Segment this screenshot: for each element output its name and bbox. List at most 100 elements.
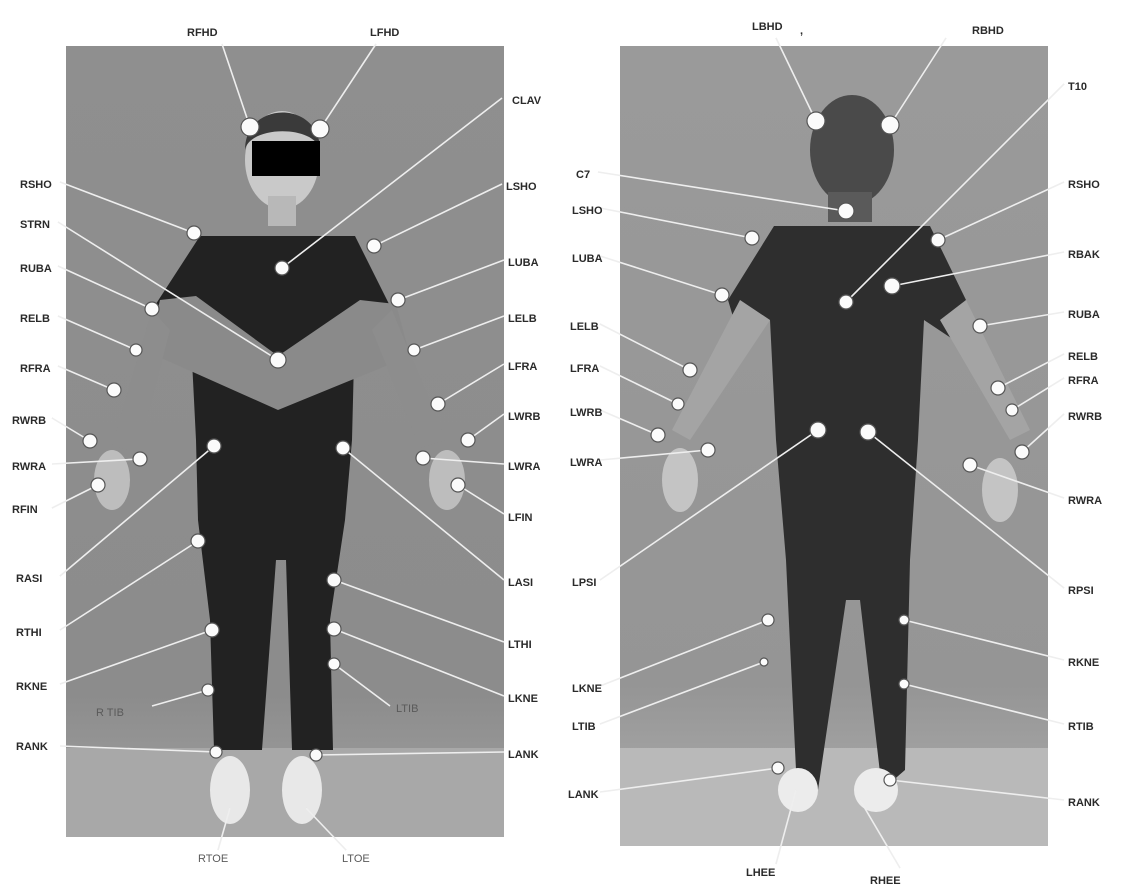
marker-rbhd: [881, 116, 899, 134]
label-lfra: LFRA: [508, 361, 537, 373]
label-relb-back: RELB: [1068, 351, 1098, 363]
marker-lbhd: [807, 112, 825, 130]
marker-rwrb-b: [1015, 445, 1029, 459]
marker-lfra-b: [672, 398, 684, 410]
label-lelb-back: LELB: [570, 321, 599, 333]
marker-lasi: [336, 441, 350, 455]
marker-relb-b: [991, 381, 1005, 395]
label-rwrb: RWRB: [12, 415, 46, 427]
marker-lwra-b: [701, 443, 715, 457]
marker-clav: [275, 261, 289, 275]
marker-lsho-b: [745, 231, 759, 245]
marker-c7: [838, 203, 854, 219]
label-rwra-back: RWRA: [1068, 495, 1102, 507]
label-rfhd: RFHD: [187, 27, 218, 39]
label-strn: STRN: [20, 219, 50, 231]
label-c7: C7: [576, 169, 590, 181]
marker-lkne-b: [762, 614, 774, 626]
label-ruba: RUBA: [20, 263, 52, 275]
label-lwra: LWRA: [508, 461, 540, 473]
label-lfra-back: LFRA: [570, 363, 599, 375]
marker-rbak: [884, 278, 900, 294]
marker-luba-b: [715, 288, 729, 302]
label-t10: T10: [1068, 81, 1087, 93]
label-rfra-back: RFRA: [1068, 375, 1099, 387]
label-lasi: LASI: [508, 577, 533, 589]
label-lwrb: LWRB: [508, 411, 540, 423]
marker-lank: [310, 749, 322, 761]
marker-lwrb-b: [651, 428, 665, 442]
back-view-photo: [620, 46, 1048, 846]
marker-rfra: [107, 383, 121, 397]
label-relb: RELB: [20, 313, 50, 325]
marker-rank: [210, 746, 222, 758]
label-rwra: RWRA: [12, 461, 46, 473]
marker-rsho-b: [931, 233, 945, 247]
marker-rasi: [207, 439, 221, 453]
marker-rfin: [91, 478, 105, 492]
marker-relb: [130, 344, 142, 356]
label-clav: CLAV: [512, 95, 542, 107]
label-lfin: LFIN: [508, 512, 532, 524]
label-lpsi: LPSI: [572, 577, 596, 589]
label-ltib: LTIB: [396, 703, 418, 715]
label-luba-back: LUBA: [572, 253, 603, 265]
label-lank-back: LANK: [568, 789, 599, 801]
marker-lfra: [431, 397, 445, 411]
marker-lfhd: [311, 120, 329, 138]
label-rhee: RHEE: [870, 875, 901, 887]
marker-rwra: [133, 452, 147, 466]
marker-ruba-b: [973, 319, 987, 333]
label-rwrb-back: RWRB: [1068, 411, 1102, 423]
stray-comma: ,: [800, 25, 803, 37]
label-rkne-back: RKNE: [1068, 657, 1099, 669]
label-rfin: RFIN: [12, 504, 38, 516]
label-luba: LUBA: [508, 257, 539, 269]
front-view-photo: [66, 46, 504, 837]
marker-ruba: [145, 302, 159, 316]
marker-rank-b: [884, 774, 896, 786]
label-rkne: RKNE: [16, 681, 47, 693]
marker-lwrb: [461, 433, 475, 447]
label-ruba-back: RUBA: [1068, 309, 1100, 321]
label-lkne: LKNE: [508, 693, 538, 705]
label-lwra-back: LWRA: [570, 457, 602, 469]
label-rtib: R TIB: [96, 707, 124, 719]
marker-lank-b: [772, 762, 784, 774]
label-rsho: RSHO: [20, 179, 52, 191]
marker-rfhd: [241, 118, 259, 136]
label-lsho-back: LSHO: [572, 205, 603, 217]
label-rpsi: RPSI: [1068, 585, 1094, 597]
label-lthi: LTHI: [508, 639, 532, 651]
marker-rkne-b: [899, 615, 909, 625]
label-lbhd: LBHD: [752, 21, 783, 33]
marker-rwra-b: [963, 458, 977, 472]
marker-lfin: [451, 478, 465, 492]
label-lsho: LSHO: [506, 181, 537, 193]
marker-lkne: [327, 622, 341, 636]
label-rtoe: RTOE: [198, 853, 228, 865]
label-rasi: RASI: [16, 573, 42, 585]
marker-lthi: [327, 573, 341, 587]
marker-t10: [839, 295, 853, 309]
marker-ltib: [328, 658, 340, 670]
label-rtib-back: RTIB: [1068, 721, 1094, 733]
label-lelb: LELB: [508, 313, 537, 325]
label-rfra: RFRA: [20, 363, 51, 375]
label-rthi: RTHI: [16, 627, 42, 639]
marker-lelb: [408, 344, 420, 356]
label-lank: LANK: [508, 749, 539, 761]
label-rbhd: RBHD: [972, 25, 1004, 37]
label-rsho-back: RSHO: [1068, 179, 1100, 191]
label-rank-back: RANK: [1068, 797, 1100, 809]
marker-luba: [391, 293, 405, 307]
face-censor-bar: [252, 141, 320, 176]
label-lfhd: LFHD: [370, 27, 399, 39]
marker-lwra: [416, 451, 430, 465]
marker-strn: [270, 352, 286, 368]
marker-rkne: [205, 623, 219, 637]
marker-rsho: [187, 226, 201, 240]
label-lwrb-back: LWRB: [570, 407, 602, 419]
label-ltoe: LTOE: [342, 853, 370, 865]
